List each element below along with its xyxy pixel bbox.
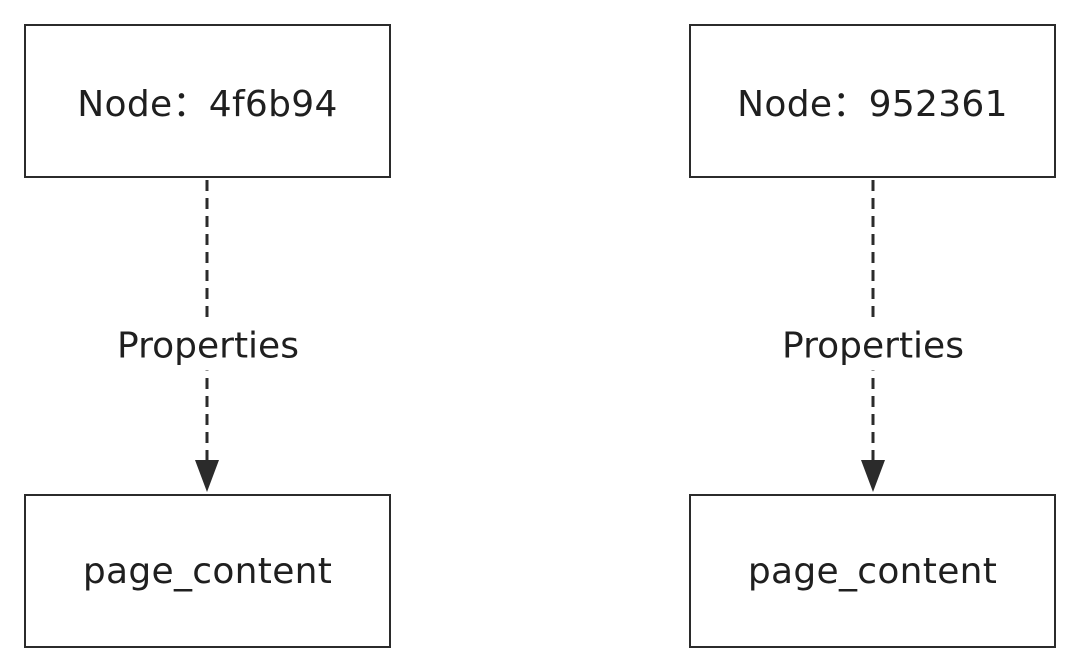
node-label: page_content	[82, 550, 333, 592]
node-4f6b94[interactable]: Node：4f6b94	[24, 24, 391, 178]
node-952361[interactable]: Node：952361	[689, 24, 1056, 178]
node-label: page_content	[747, 550, 998, 592]
node-label: Node：952361	[737, 84, 1008, 125]
edge-label-properties-right: Properties	[780, 321, 966, 371]
edge-label-properties-left: Properties	[115, 321, 301, 371]
node-page-content-left[interactable]: page_content	[24, 494, 391, 648]
arrowhead-left	[195, 460, 219, 492]
arrowhead-right	[861, 460, 885, 492]
edge-label-text: Properties	[782, 325, 964, 367]
node-page-content-right[interactable]: page_content	[689, 494, 1056, 648]
node-label: Node：4f6b94	[77, 84, 338, 125]
edge-label-text: Properties	[117, 325, 299, 367]
